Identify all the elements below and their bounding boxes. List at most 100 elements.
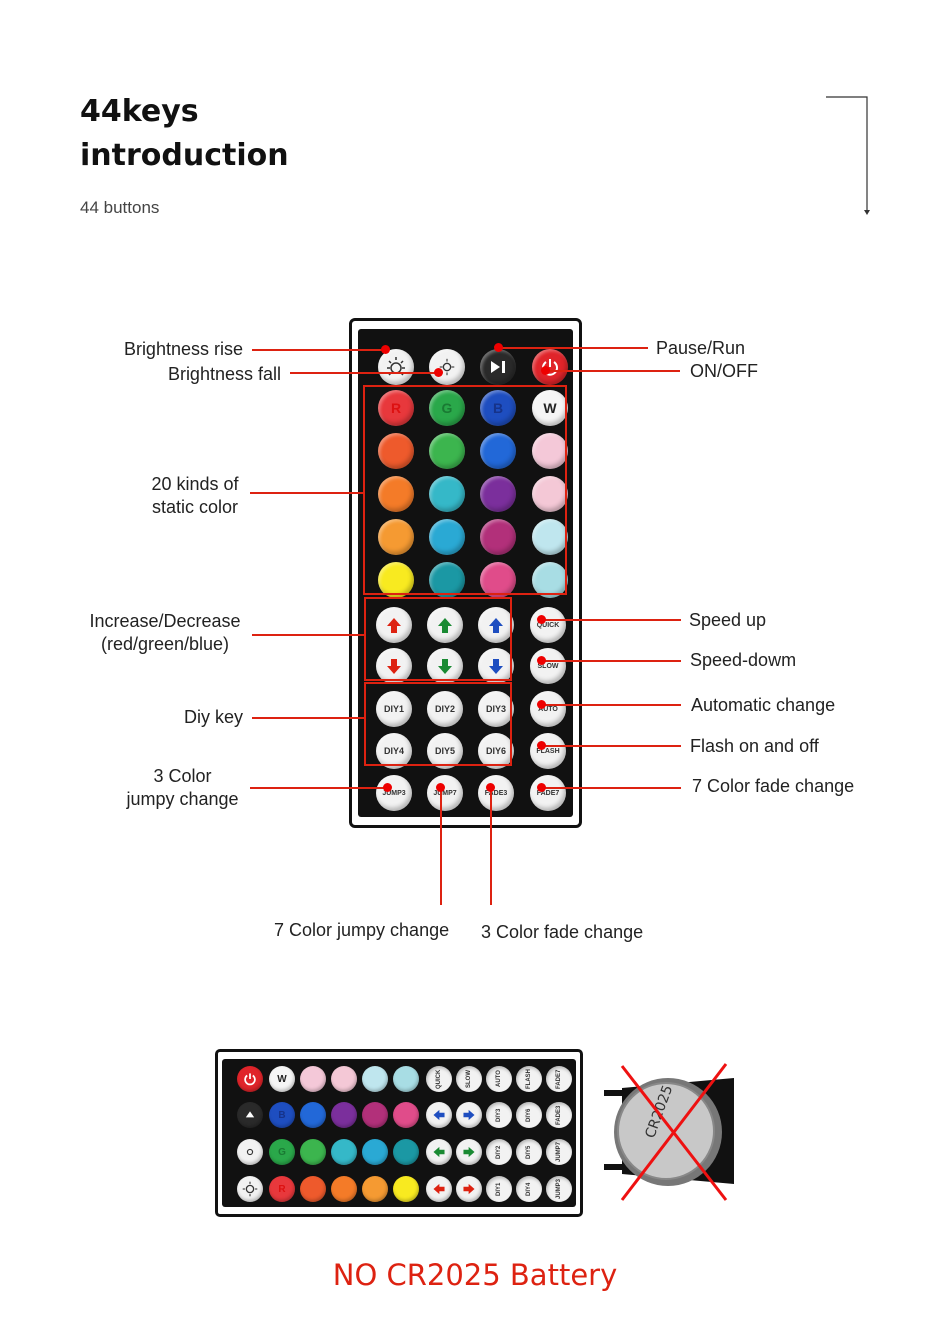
diy-button[interactable]: DIY4 (376, 733, 412, 769)
color-button[interactable]: B (269, 1102, 295, 1128)
color-button[interactable] (362, 1102, 388, 1128)
mode-button[interactable]: QUICK (530, 607, 566, 643)
color-button[interactable] (378, 562, 414, 598)
color-right-button[interactable] (456, 1176, 482, 1202)
diy-button[interactable]: DIY1 (376, 691, 412, 727)
color-button[interactable]: B (480, 390, 516, 426)
color-button[interactable] (429, 562, 465, 598)
color-button[interactable] (532, 519, 568, 555)
color-down-button[interactable] (478, 648, 514, 684)
brightness-down-button[interactable] (429, 349, 465, 385)
brightness-down-button[interactable] (237, 1139, 263, 1165)
color-button[interactable] (480, 562, 516, 598)
color-up-button[interactable] (376, 607, 412, 643)
color-button[interactable] (331, 1139, 357, 1165)
mode-button[interactable]: DIY1 (486, 1176, 512, 1202)
color-button[interactable] (480, 476, 516, 512)
play-pause-button[interactable] (480, 349, 516, 385)
play-pause-button[interactable] (237, 1102, 263, 1128)
color-button[interactable] (378, 519, 414, 555)
mode-button[interactable]: FADE7 (530, 775, 566, 811)
diy-button[interactable]: DIY3 (478, 691, 514, 727)
mode-button-label: QUICK (536, 621, 560, 629)
color-right-button[interactable] (456, 1139, 482, 1165)
color-button[interactable] (532, 562, 568, 598)
color-button-label: R (390, 400, 402, 416)
brightness-up-button[interactable] (378, 349, 414, 385)
mode-button[interactable]: JUMP3 (376, 775, 412, 811)
mode-button[interactable]: FADE7 (546, 1066, 572, 1092)
color-down-button[interactable] (427, 648, 463, 684)
color-button[interactable]: G (269, 1139, 295, 1165)
color-button[interactable] (300, 1139, 326, 1165)
mode-button[interactable]: FADE3 (478, 775, 514, 811)
color-button[interactable] (393, 1102, 419, 1128)
mode-button[interactable]: DIY2 (486, 1139, 512, 1165)
mode-button[interactable]: JUMP7 (427, 775, 463, 811)
color-button[interactable] (331, 1102, 357, 1128)
color-down-button[interactable] (376, 648, 412, 684)
power-button[interactable] (532, 349, 568, 385)
mode-button[interactable]: DIY3 (486, 1102, 512, 1128)
color-button[interactable] (480, 519, 516, 555)
no-battery-note: NO CR2025 Battery (332, 1258, 618, 1292)
callout-line (498, 347, 648, 349)
color-button[interactable]: R (378, 390, 414, 426)
mode-button[interactable]: DIY5 (516, 1139, 542, 1165)
color-button[interactable] (429, 476, 465, 512)
power-button[interactable] (237, 1066, 263, 1092)
mode-button[interactable]: JUMP3 (546, 1176, 572, 1202)
color-up-button[interactable] (427, 607, 463, 643)
color-button[interactable] (300, 1176, 326, 1202)
color-button[interactable] (362, 1139, 388, 1165)
mode-button-label: AUTO (496, 1070, 502, 1088)
color-left-button[interactable] (426, 1102, 452, 1128)
sun-up-icon (242, 1181, 258, 1197)
diy-button[interactable]: DIY5 (427, 733, 463, 769)
color-right-button[interactable] (456, 1102, 482, 1128)
color-button[interactable]: W (269, 1066, 295, 1092)
color-left-button[interactable] (426, 1176, 452, 1202)
color-button[interactable] (331, 1066, 357, 1092)
color-button[interactable] (300, 1066, 326, 1092)
color-button[interactable] (362, 1066, 388, 1092)
mode-button-label: JUMP3 (556, 1179, 562, 1200)
arrow-up-icon (489, 617, 503, 633)
mode-button[interactable]: QUICK (426, 1066, 452, 1092)
mode-button[interactable]: JUMP7 (546, 1139, 572, 1165)
brightness-up-button[interactable] (237, 1176, 263, 1202)
color-button[interactable] (393, 1066, 419, 1092)
color-button[interactable] (393, 1176, 419, 1202)
color-button[interactable] (532, 433, 568, 469)
mode-button[interactable]: FADE3 (546, 1102, 572, 1128)
color-button[interactable] (362, 1176, 388, 1202)
mode-button[interactable]: DIY6 (516, 1102, 542, 1128)
color-button[interactable]: W (532, 390, 568, 426)
color-button[interactable]: G (429, 390, 465, 426)
mode-button[interactable]: FLASH (516, 1066, 542, 1092)
color-button[interactable] (429, 433, 465, 469)
mode-button[interactable]: AUTO (486, 1066, 512, 1092)
color-left-button[interactable] (426, 1139, 452, 1165)
color-up-button[interactable] (478, 607, 514, 643)
color-button[interactable] (300, 1102, 326, 1128)
mode-button[interactable]: SLOW (530, 648, 566, 684)
diy-button[interactable]: DIY6 (478, 733, 514, 769)
callout-line (252, 634, 364, 636)
mode-button[interactable]: FLASH (530, 733, 566, 769)
mode-button[interactable]: AUTO (530, 691, 566, 727)
color-button[interactable] (480, 433, 516, 469)
color-button[interactable] (331, 1176, 357, 1202)
color-button[interactable]: R (269, 1176, 295, 1202)
color-button[interactable] (378, 476, 414, 512)
callout-line (541, 704, 681, 706)
mode-button[interactable]: SLOW (456, 1066, 482, 1092)
color-button[interactable] (393, 1139, 419, 1165)
mode-button[interactable]: DIY4 (516, 1176, 542, 1202)
color-button[interactable] (429, 519, 465, 555)
color-button[interactable] (378, 433, 414, 469)
diy-button[interactable]: DIY2 (427, 691, 463, 727)
color-button[interactable] (532, 476, 568, 512)
